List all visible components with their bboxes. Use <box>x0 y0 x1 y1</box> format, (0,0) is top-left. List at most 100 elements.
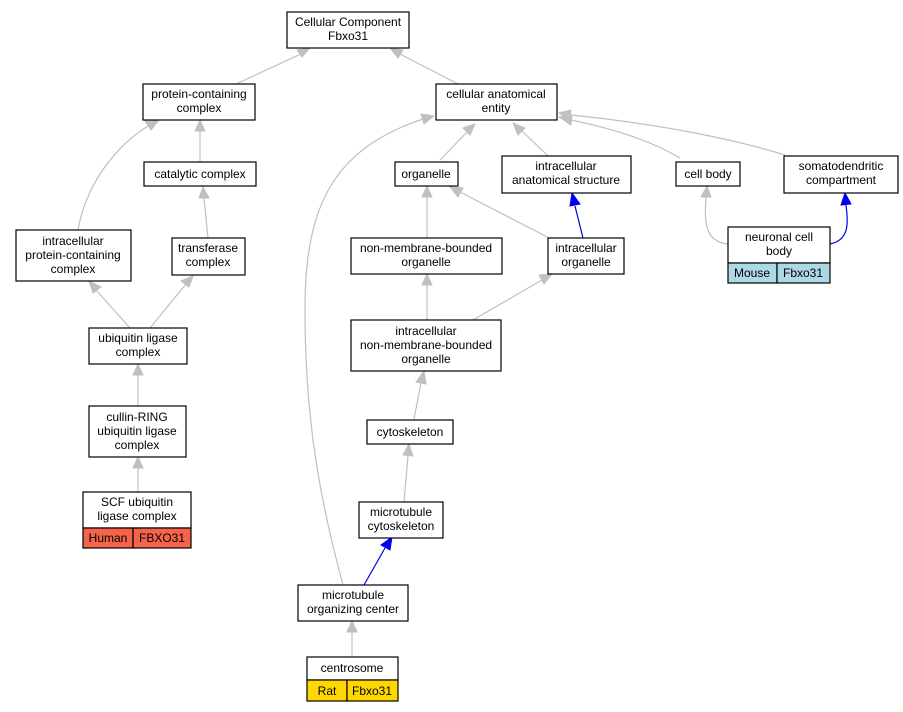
edge-intracellular-organelle-to-organelle <box>459 191 554 241</box>
gene-cell-human: FBXO31 <box>132 527 192 549</box>
node-label-line: non-membrane-bounded <box>360 241 492 255</box>
arrowhead <box>538 273 554 285</box>
node-neuronal-cell-body[interactable]: neuronal cell body Mouse Fbxo31 <box>727 226 831 284</box>
node-somatodendritic-compartment[interactable]: somatodendritic compartment <box>783 155 899 194</box>
node-microtubule-organizing-center[interactable]: microtubule organizing center <box>297 584 409 622</box>
node-cullin-ring-ubiquitin-ligase-complex[interactable]: cullin-RING ubiquitin ligase complex <box>88 405 187 458</box>
arrowhead <box>380 535 393 551</box>
arrowhead <box>420 113 436 125</box>
node-label-line: somatodendritic <box>799 159 884 173</box>
arrowhead <box>569 191 581 207</box>
arrowhead <box>700 184 712 198</box>
node-label-line: body <box>766 244 792 258</box>
edge-intracellular-anatomical-structure-to-cellular-anatomical-entity <box>521 130 549 157</box>
node-label-line: neuronal cell <box>745 230 813 244</box>
node-label-line: non-membrane-bounded <box>360 338 492 352</box>
arrowhead <box>296 47 312 58</box>
node-scf-ubiquitin-ligase-complex[interactable]: SCF ubiquitin ligase complex Human FBXO3… <box>82 491 192 549</box>
node-label-line: cytoskeleton <box>368 519 435 533</box>
node-catalytic-complex[interactable]: catalytic complex <box>143 161 257 187</box>
arrowhead <box>421 272 433 286</box>
node-cell-body[interactable]: cell body <box>675 161 741 187</box>
node-label-line: ubiquitin ligase <box>97 424 177 438</box>
edge-protein-containing-complex-to-root <box>235 52 304 85</box>
node-label-line: complex <box>116 345 161 359</box>
node-label-line: cullin-RING <box>106 410 167 424</box>
edge-cellular-anatomical-entity-to-root <box>397 52 459 85</box>
node-label-line: cell body <box>684 167 731 181</box>
edge-microtubule-organizing-center-to-microtubule-cytoskeleton <box>363 547 386 586</box>
arrowhead <box>180 275 194 288</box>
edge-organelle-to-cellular-anatomical-entity <box>439 131 468 161</box>
node-intracellular-organelle[interactable]: intracellular organelle <box>547 237 625 275</box>
edge-neuronal-cell-body-to-cell-body <box>704 196 729 245</box>
node-organelle[interactable]: organelle <box>394 161 459 187</box>
species-cell-human: Human <box>82 527 134 549</box>
arrowhead <box>512 122 526 136</box>
node-protein-containing-complex[interactable]: protein-containing complex <box>142 83 256 121</box>
node-label-line: entity <box>482 101 511 115</box>
arrowhead <box>88 280 102 294</box>
node-ubiquitin-ligase-complex[interactable]: ubiquitin ligase complex <box>88 327 188 365</box>
arrowhead <box>388 47 404 59</box>
node-label-line: anatomical structure <box>512 173 620 187</box>
edge-somatodendritic-compartment-to-cellular-anatomical-entity <box>570 114 786 156</box>
arrowhead <box>144 119 161 131</box>
node-microtubule-cytoskeleton[interactable]: microtubule cytoskeleton <box>358 501 444 539</box>
node-label-line: organizing center <box>307 602 399 616</box>
arrowhead <box>462 123 476 136</box>
node-label-line: microtubule <box>322 588 384 602</box>
species-label: Human <box>89 531 128 545</box>
node-label-line: intracellular <box>535 159 596 173</box>
node-label-line: cellular anatomical <box>446 87 545 101</box>
node-label-line: organelle <box>401 167 451 181</box>
arrowhead <box>132 455 144 469</box>
node-label-line: Cellular Component <box>295 15 402 29</box>
node-label-line: centrosome <box>321 661 384 675</box>
arrowhead <box>402 442 414 457</box>
edges <box>77 47 852 657</box>
arrowhead <box>346 619 358 633</box>
node-intracellular-non-membrane-bounded-organelle[interactable]: intracellular non-membrane-bounded organ… <box>350 319 502 372</box>
arrowhead <box>840 191 852 206</box>
node-label-line: complex <box>115 438 160 452</box>
edge-intracellular-organelle-to-intracellular-anatomical-structure <box>574 205 584 239</box>
species-label: Mouse <box>734 266 770 280</box>
arrowhead <box>448 186 464 198</box>
node-label-line: intracellular <box>555 241 616 255</box>
node-transferase-complex[interactable]: transferase complex <box>171 237 246 276</box>
node-label-line: organelle <box>561 255 611 269</box>
edge-transferase-complex-to-catalytic-complex <box>203 197 209 239</box>
edge-intracellular-nmbo-to-intracellular-organelle <box>472 279 543 321</box>
node-cellular-anatomical-entity[interactable]: cellular anatomical entity <box>435 83 558 121</box>
gene-label: Fbxo31 <box>783 266 823 280</box>
node-cellular-component-fbxo31[interactable]: Cellular Component Fbxo31 <box>286 11 410 49</box>
node-label-line: ubiquitin ligase <box>98 331 178 345</box>
node-intracellular-anatomical-structure[interactable]: intracellular anatomical structure <box>501 155 632 194</box>
node-intracellular-protein-containing-complex[interactable]: intracellular protein-containing complex <box>15 229 132 282</box>
node-cytoskeleton[interactable]: cytoskeleton <box>366 419 454 445</box>
node-label-line: SCF ubiquitin <box>101 495 173 509</box>
node-label-line: intracellular <box>42 234 103 248</box>
edge-ubiquitin-ligase-complex-to-transferase-complex <box>149 283 187 329</box>
species-cell-mouse: Mouse <box>727 262 778 284</box>
nodes: Cellular Component Fbxo31 protein-contai… <box>15 11 899 702</box>
species-label: Rat <box>318 684 337 698</box>
node-label-line: organelle <box>401 255 451 269</box>
edge-ubiquitin-ligase-complex-to-intracellular-protein-containing-complex <box>95 289 131 329</box>
node-label-line: compartment <box>806 173 877 187</box>
arrowhead <box>415 369 427 385</box>
edge-microtubule-cytoskeleton-to-cytoskeleton <box>403 455 409 503</box>
gene-cell-mouse: Fbxo31 <box>776 262 831 284</box>
gene-cell-rat: Fbxo31 <box>346 679 399 702</box>
node-centrosome[interactable]: centrosome Rat Fbxo31 <box>306 656 399 702</box>
node-non-membrane-bounded-organelle[interactable]: non-membrane-bounded organelle <box>350 237 503 275</box>
node-label-line: complex <box>177 101 222 115</box>
node-label-line: microtubule <box>370 505 432 519</box>
arrowhead <box>557 109 572 121</box>
gene-label: FBXO31 <box>139 531 185 545</box>
node-label-line: Fbxo31 <box>328 29 368 43</box>
node-label-line: protein-containing <box>151 87 246 101</box>
edge-cytoskeleton-to-intracellular-nmbo <box>413 382 422 420</box>
